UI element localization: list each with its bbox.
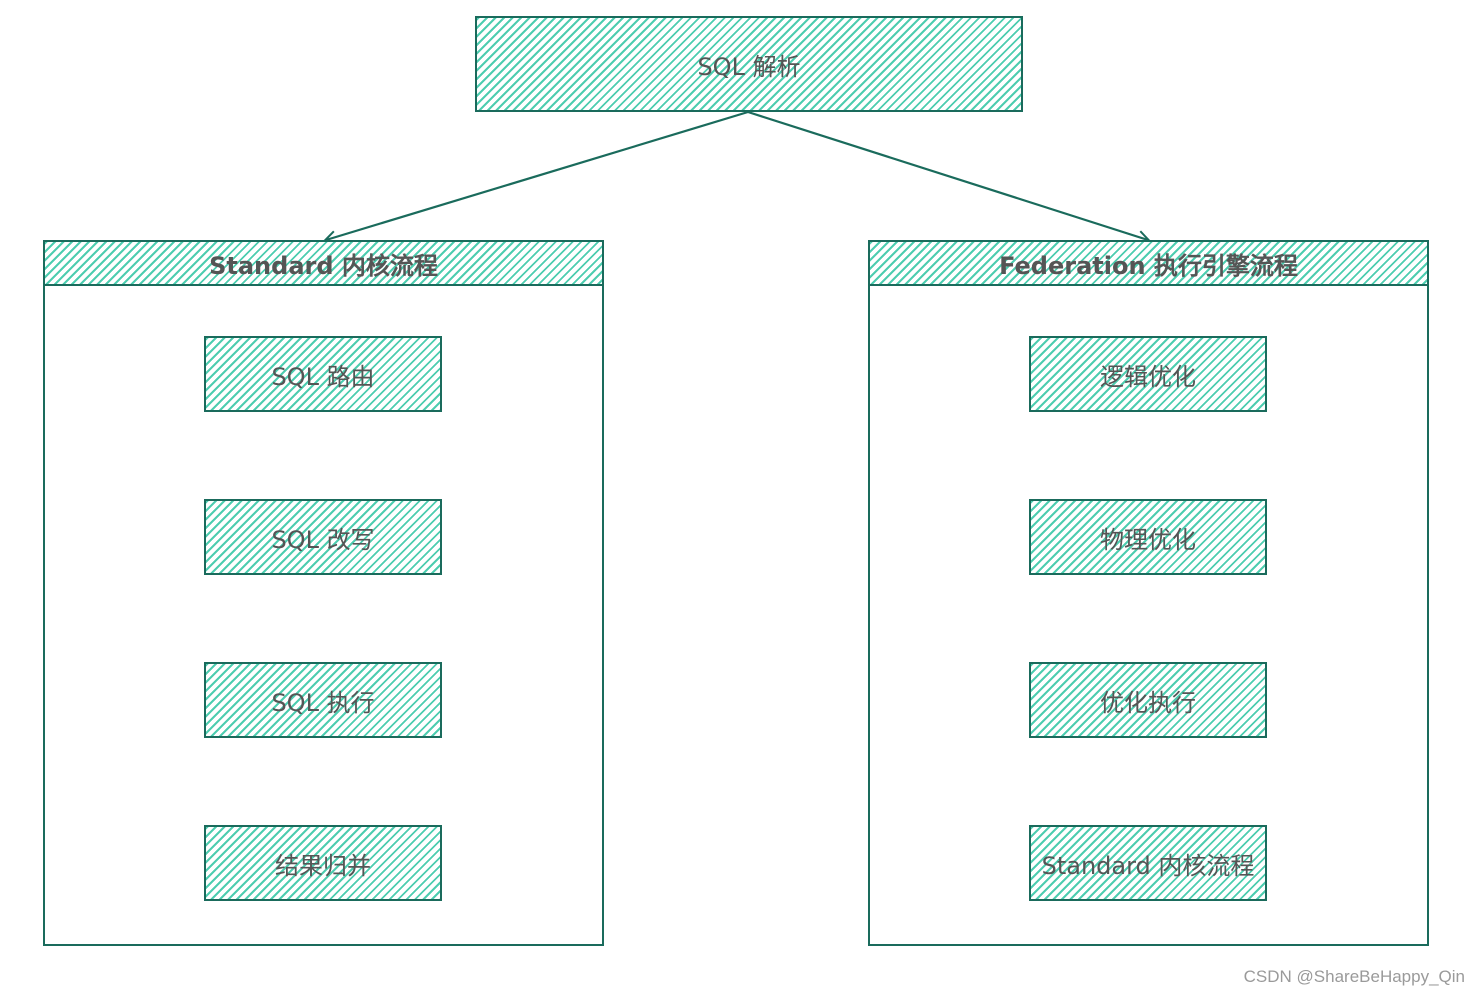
step-sql-rewrite: SQL 改写 [204, 499, 442, 575]
step-sql-execute: SQL 执行 [204, 662, 442, 738]
step-label: 优化执行 [1100, 688, 1196, 717]
step-label: Standard 内核流程 [1041, 851, 1255, 880]
step-label: SQL 执行 [271, 688, 375, 717]
arrow-root-to-federation [747, 110, 1148, 240]
step-label: SQL 改写 [271, 525, 375, 554]
step-standard-kernel: Standard 内核流程 [1029, 825, 1267, 901]
step-label: 物理优化 [1100, 525, 1196, 554]
root-node-label: SQL 解析 [697, 52, 801, 81]
standard-kernel-group-title: Standard 内核流程 [209, 251, 438, 280]
federation-engine-group-title: Federation 执行引擎流程 [999, 251, 1298, 280]
step-physical-optimization: 物理优化 [1029, 499, 1267, 575]
step-label: 逻辑优化 [1100, 362, 1196, 391]
step-optimized-execution: 优化执行 [1029, 662, 1267, 738]
step-sql-route: SQL 路由 [204, 336, 442, 412]
arrow-root-to-standard [326, 110, 749, 240]
step-label: 结果归并 [275, 851, 371, 880]
root-node-sql-parse: SQL 解析 [475, 16, 1023, 112]
standard-kernel-group-header: Standard 内核流程 [45, 242, 602, 286]
csdn-watermark: CSDN @ShareBeHappy_Qin [1243, 967, 1465, 986]
step-logical-optimization: 逻辑优化 [1029, 336, 1267, 412]
step-result-merge: 结果归并 [204, 825, 442, 901]
step-label: SQL 路由 [271, 362, 375, 391]
federation-engine-group-header: Federation 执行引擎流程 [870, 242, 1427, 286]
